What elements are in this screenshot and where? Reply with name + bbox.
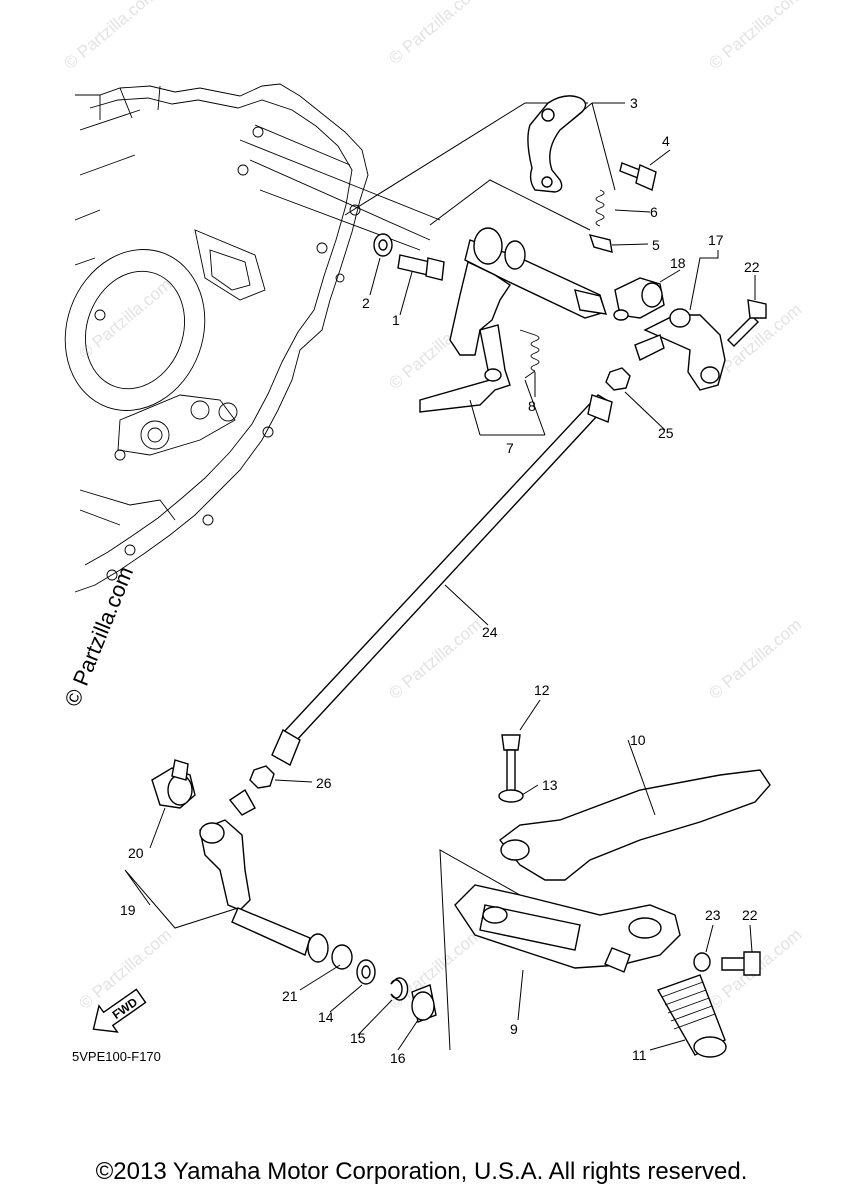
watermark-tile: © Partzilla.com (705, 615, 805, 703)
side-watermark: © Partzilla.com (59, 563, 138, 710)
callout-8: 8 (528, 398, 536, 414)
washer-part-21 (331, 944, 353, 970)
nut-part-25 (605, 367, 631, 391)
spring-part-8 (519, 329, 540, 379)
callout-19: 19 (120, 902, 136, 918)
callout-25: 25 (658, 425, 674, 441)
callout-6: 6 (650, 204, 658, 220)
callout-10: 10 (630, 732, 646, 748)
bolt-part-22-bottom (721, 951, 761, 976)
copyright-notice: ©2013 Yamaha Motor Corporation, U.S.A. A… (95, 1158, 748, 1185)
callout-18: 18 (670, 255, 686, 271)
stud-part-1 (397, 254, 445, 281)
diagram-code: 5VPE100-F170 (72, 1049, 161, 1064)
callout-13: 13 (542, 777, 558, 793)
watermark-tile: © Partzilla.com (60, 0, 160, 73)
washer-part-23 (693, 952, 711, 972)
pedal-rubber-part-11 (656, 974, 727, 1058)
watermark-tile: © Partzilla.com (385, 0, 485, 68)
shift-arm-part-17 (634, 308, 726, 391)
callout-26: 26 (316, 775, 332, 791)
bolt-part-12 (501, 734, 521, 796)
callout-9: 9 (510, 1021, 518, 1037)
shift-rod-part-24 (271, 394, 613, 766)
callout-2: 2 (362, 295, 370, 311)
clip-part-15 (390, 977, 409, 1001)
shift-arm-part-19 (199, 788, 329, 963)
callout-numbers: 3 4 6 5 17 18 22 2 1 8 25 7 24 12 10 13 … (120, 95, 760, 1066)
crankcase-outline (64, 83, 441, 593)
callout-1: 1 (392, 312, 400, 328)
callout-20: 20 (128, 845, 144, 861)
callout-12: 12 (534, 682, 550, 698)
washer-part-14-inner (361, 965, 371, 979)
callout-22-bottom: 22 (742, 907, 758, 923)
washer-part-13 (498, 789, 524, 803)
pedal-plate-part-9 (454, 884, 681, 973)
bracket-part-3 (527, 95, 587, 193)
bushing-part-16 (411, 984, 437, 1023)
callout-17: 17 (708, 232, 724, 248)
watermark-tile: © Partzilla.com (75, 275, 175, 363)
callout-23: 23 (705, 907, 721, 923)
callout-14: 14 (318, 1009, 334, 1025)
shift-pedal-part-10 (499, 769, 771, 881)
callout-16: 16 (390, 1050, 406, 1066)
nut-part-26 (249, 765, 275, 789)
watermark-tile: © Partzilla.com (705, 0, 805, 73)
pin-part-5 (588, 234, 613, 253)
rod-end-part-20 (151, 759, 196, 809)
leader-lines (124, 102, 756, 1051)
rod-end-part-18 (613, 277, 665, 321)
callout-22-top: 22 (744, 259, 760, 275)
callout-15: 15 (350, 1030, 366, 1046)
callout-24: 24 (482, 624, 498, 640)
shift-shaft-assembly-part-7 (419, 227, 608, 413)
callout-3: 3 (630, 95, 638, 111)
callout-21: 21 (282, 988, 298, 1004)
callout-4: 4 (662, 133, 670, 149)
bolt-part-4 (619, 162, 657, 191)
callout-7: 7 (506, 440, 514, 456)
callout-11: 11 (632, 1047, 647, 1063)
bolt-part-22-top (727, 299, 767, 347)
washer-part-2-inner (378, 239, 388, 251)
callout-5: 5 (652, 237, 660, 253)
spring-part-6 (595, 189, 605, 227)
